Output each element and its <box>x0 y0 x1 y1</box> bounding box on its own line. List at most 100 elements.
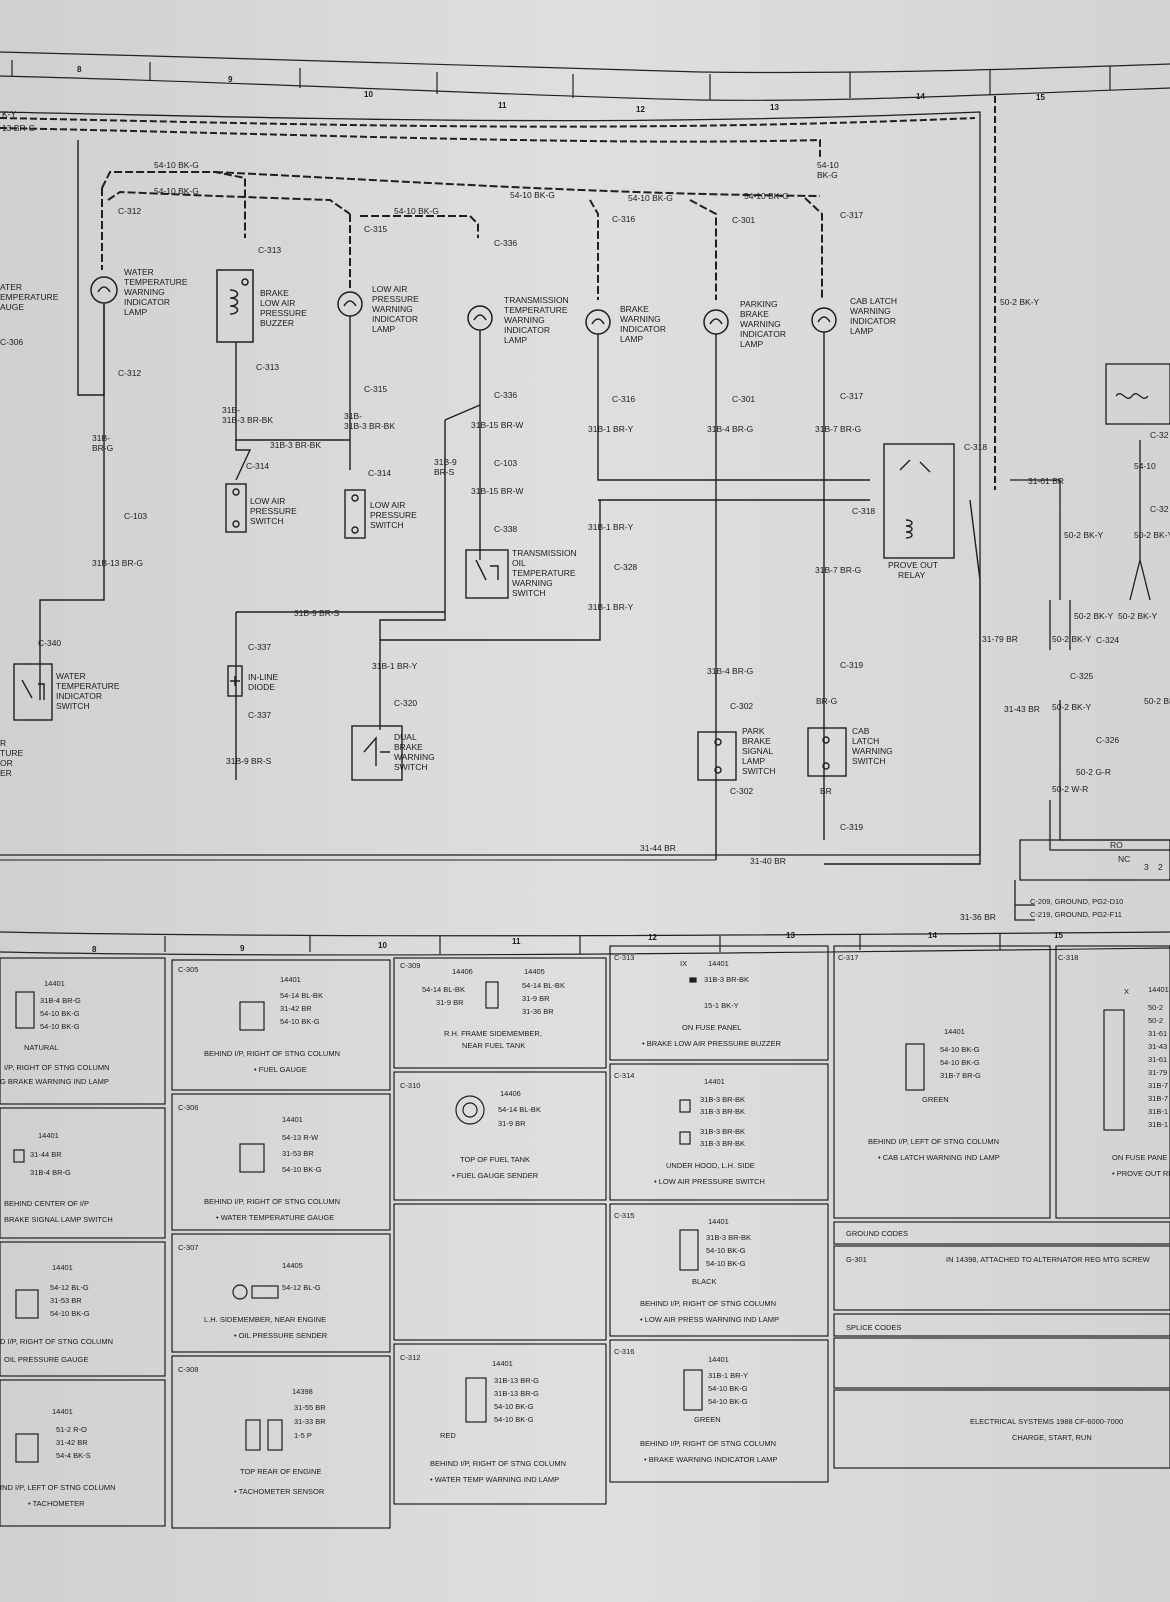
svg-text:SWITCH: SWITCH <box>56 701 90 711</box>
connector-c312-a: C-312 <box>118 206 141 216</box>
grid-col-10: 10 <box>364 90 373 99</box>
bottom-grid-ruler <box>0 931 1170 956</box>
svg-text:UNDER HOOD, L.H. SIDE: UNDER HOOD, L.H. SIDE <box>666 1161 755 1170</box>
svg-text:C-103: C-103 <box>124 511 147 521</box>
card-c310: C-310 14406 54-14 BL-BK 31-9 BR TOP OF F… <box>400 1081 541 1180</box>
svg-text:RELAY: RELAY <box>898 570 926 580</box>
svg-text:TOP REAR OF ENGINE: TOP REAR OF ENGINE <box>240 1467 321 1476</box>
svg-text:C-340: C-340 <box>38 638 61 648</box>
svg-text:15-1 BK-Y: 15-1 BK-Y <box>704 1001 739 1010</box>
svg-text:C-318: C-318 <box>964 442 987 452</box>
svg-text:TOP OF FUEL TANK: TOP OF FUEL TANK <box>460 1155 530 1164</box>
svg-text:C-301: C-301 <box>732 394 755 404</box>
svg-text:54-13 R-W: 54-13 R-W <box>282 1133 319 1142</box>
svg-text:• BRAKE LOW AIR PRESSURE BUZZE: • BRAKE LOW AIR PRESSURE BUZZER <box>642 1039 781 1048</box>
svg-text:54-10 BK-G: 54-10 BK-G <box>282 1165 322 1174</box>
wire-54-10-c: 54-10 BK-G <box>394 206 439 216</box>
svg-text:31-9 BR: 31-9 BR <box>436 998 464 1007</box>
svg-text:CAB LATCH: CAB LATCH <box>850 296 897 306</box>
svg-text:• FUEL GAUGE SENDER: • FUEL GAUGE SENDER <box>452 1171 539 1180</box>
svg-text:15: 15 <box>1054 931 1063 940</box>
svg-text:31B-3 BR-BK: 31B-3 BR-BK <box>270 440 321 450</box>
svg-text:31B-3 BR-BK: 31B-3 BR-BK <box>344 421 395 431</box>
right-side-circuit <box>1010 363 1170 921</box>
svg-text:C-312: C-312 <box>400 1353 420 1362</box>
svg-text:OIL: OIL <box>512 558 526 568</box>
ground-code-id: G-301 <box>846 1255 867 1264</box>
svg-text:31-42 BR: 31-42 BR <box>280 1004 312 1013</box>
svg-text:14401: 14401 <box>52 1263 73 1272</box>
svg-text:LAMP: LAMP <box>850 326 873 336</box>
svg-text:54-14 BL-BK: 54-14 BL-BK <box>280 991 323 1000</box>
svg-text:BEHIND I/P, RIGHT OF STNG COLU: BEHIND I/P, RIGHT OF STNG COLUMN <box>640 1439 776 1448</box>
svg-text:12: 12 <box>648 933 657 942</box>
svg-text:C-314: C-314 <box>368 468 391 478</box>
svg-text:50-2 BK-Y: 50-2 BK-Y <box>1144 696 1170 706</box>
svg-text:WARNING: WARNING <box>620 314 661 324</box>
svg-text:14406: 14406 <box>500 1089 521 1098</box>
svg-text:BLACK: BLACK <box>692 1277 717 1286</box>
svg-text:BRAKE: BRAKE <box>260 288 289 298</box>
card-c-brake-signal: 14401 31-44 BR 31B-4 BR-G BEHIND CENTER … <box>4 1131 113 1224</box>
svg-text:14401: 14401 <box>708 959 729 968</box>
svg-text:C-317: C-317 <box>838 953 858 962</box>
switches <box>13 443 955 781</box>
svg-text:C-316: C-316 <box>614 1347 634 1356</box>
svg-text:ON FUSE PANE: ON FUSE PANE <box>1112 1153 1167 1162</box>
card-c309: C-309 14406 14405 54-14 BL-BK 31-9 BR 54… <box>400 961 565 1050</box>
label-water-temp-lamp: WATER TEMPERATURE WARNING INDICATOR LAMP <box>124 267 188 317</box>
svg-text:31B-7: 31B-7 <box>1148 1081 1168 1090</box>
svg-text:31-79: 31-79 <box>1148 1068 1167 1077</box>
svg-text:AUGE: AUGE <box>0 302 24 312</box>
svg-text:31-61: 31-61 <box>1148 1029 1167 1038</box>
card-c312: C-312 14401 31B-13 BR-G 31B-13 BR-G 54-1… <box>400 1353 566 1484</box>
svg-text:54-14 BL-BK: 54-14 BL-BK <box>422 985 465 994</box>
svg-text:31B-9: 31B-9 <box>434 457 457 467</box>
partial-wire-label-1: K-Y <box>2 109 17 119</box>
top-grid-ruler <box>0 51 1170 101</box>
svg-text:L.H. SIDEMEMBER, NEAR ENGINE: L.H. SIDEMEMBER, NEAR ENGINE <box>204 1315 326 1324</box>
connector-glyphs <box>13 977 1125 1463</box>
svg-text:PRESSURE: PRESSURE <box>370 510 417 520</box>
svg-text:14401: 14401 <box>52 1407 73 1416</box>
wire-54-10-f: 54-10 BK-G <box>744 191 789 201</box>
connectors-top: C-312 C-313 C-315 C-336 C-316 C-301 C-31… <box>118 206 863 255</box>
svg-text:54-12 BL-G: 54-12 BL-G <box>50 1283 89 1292</box>
svg-text:50-2 W-R: 50-2 W-R <box>1052 784 1088 794</box>
svg-text:C-103: C-103 <box>494 458 517 468</box>
card-c313: C-313 IX 14401 31B-3 BR-BK 15-1 BK-Y ON … <box>614 953 781 1048</box>
svg-text:WATER: WATER <box>56 671 86 681</box>
svg-text:NEAR FUEL TANK: NEAR FUEL TANK <box>462 1041 525 1050</box>
svg-text:C-308: C-308 <box>178 1365 198 1374</box>
svg-text:GREEN: GREEN <box>694 1415 721 1424</box>
grid-col-12: 12 <box>636 105 645 114</box>
svg-text:TURE: TURE <box>0 748 23 758</box>
svg-text:31B-1 BR-Y: 31B-1 BR-Y <box>588 522 634 532</box>
svg-text:14406: 14406 <box>452 967 473 976</box>
svg-text:14401: 14401 <box>944 1027 965 1036</box>
svg-text:31B-7 BR-G: 31B-7 BR-G <box>815 424 861 434</box>
svg-text:PRESSURE: PRESSURE <box>372 294 419 304</box>
svg-text:C-305: C-305 <box>178 965 198 974</box>
grid-col-9: 9 <box>228 75 233 84</box>
switch-labels: LOW AIR PRESSURE SWITCH LOW AIR PRESSURE… <box>0 496 938 778</box>
svg-text:C-325: C-325 <box>1070 671 1093 681</box>
svg-text:SWITCH: SWITCH <box>394 762 428 772</box>
codes-block: GROUND CODES G-301 IN 14398, ATTACHED TO… <box>846 1229 1151 1442</box>
svg-text:DUAL: DUAL <box>394 732 417 742</box>
svg-text:31B-9 BR-S: 31B-9 BR-S <box>294 608 340 618</box>
svg-text:54-4 BK-S: 54-4 BK-S <box>56 1451 91 1460</box>
svg-text:C-328: C-328 <box>614 562 637 572</box>
svg-text:LAMP: LAMP <box>742 756 765 766</box>
svg-text:54-12 BL-G: 54-12 BL-G <box>282 1283 321 1292</box>
svg-text:LAMP: LAMP <box>740 339 763 349</box>
card-c318: C-318 X 14401 50-2 50-2 31-61 31-43 31-6… <box>1058 953 1170 1178</box>
grid-col-8: 8 <box>77 65 82 74</box>
svg-text:INDICATOR: INDICATOR <box>850 316 896 326</box>
svg-text:INDICATOR: INDICATOR <box>372 314 418 324</box>
grid-col-14: 14 <box>916 92 925 101</box>
svg-text:31-36 BR: 31-36 BR <box>522 1007 554 1016</box>
svg-text:BR: BR <box>820 786 832 796</box>
svg-text:31-40 BR: 31-40 BR <box>750 856 786 866</box>
svg-text:31B-13 BR-G: 31B-13 BR-G <box>92 558 143 568</box>
